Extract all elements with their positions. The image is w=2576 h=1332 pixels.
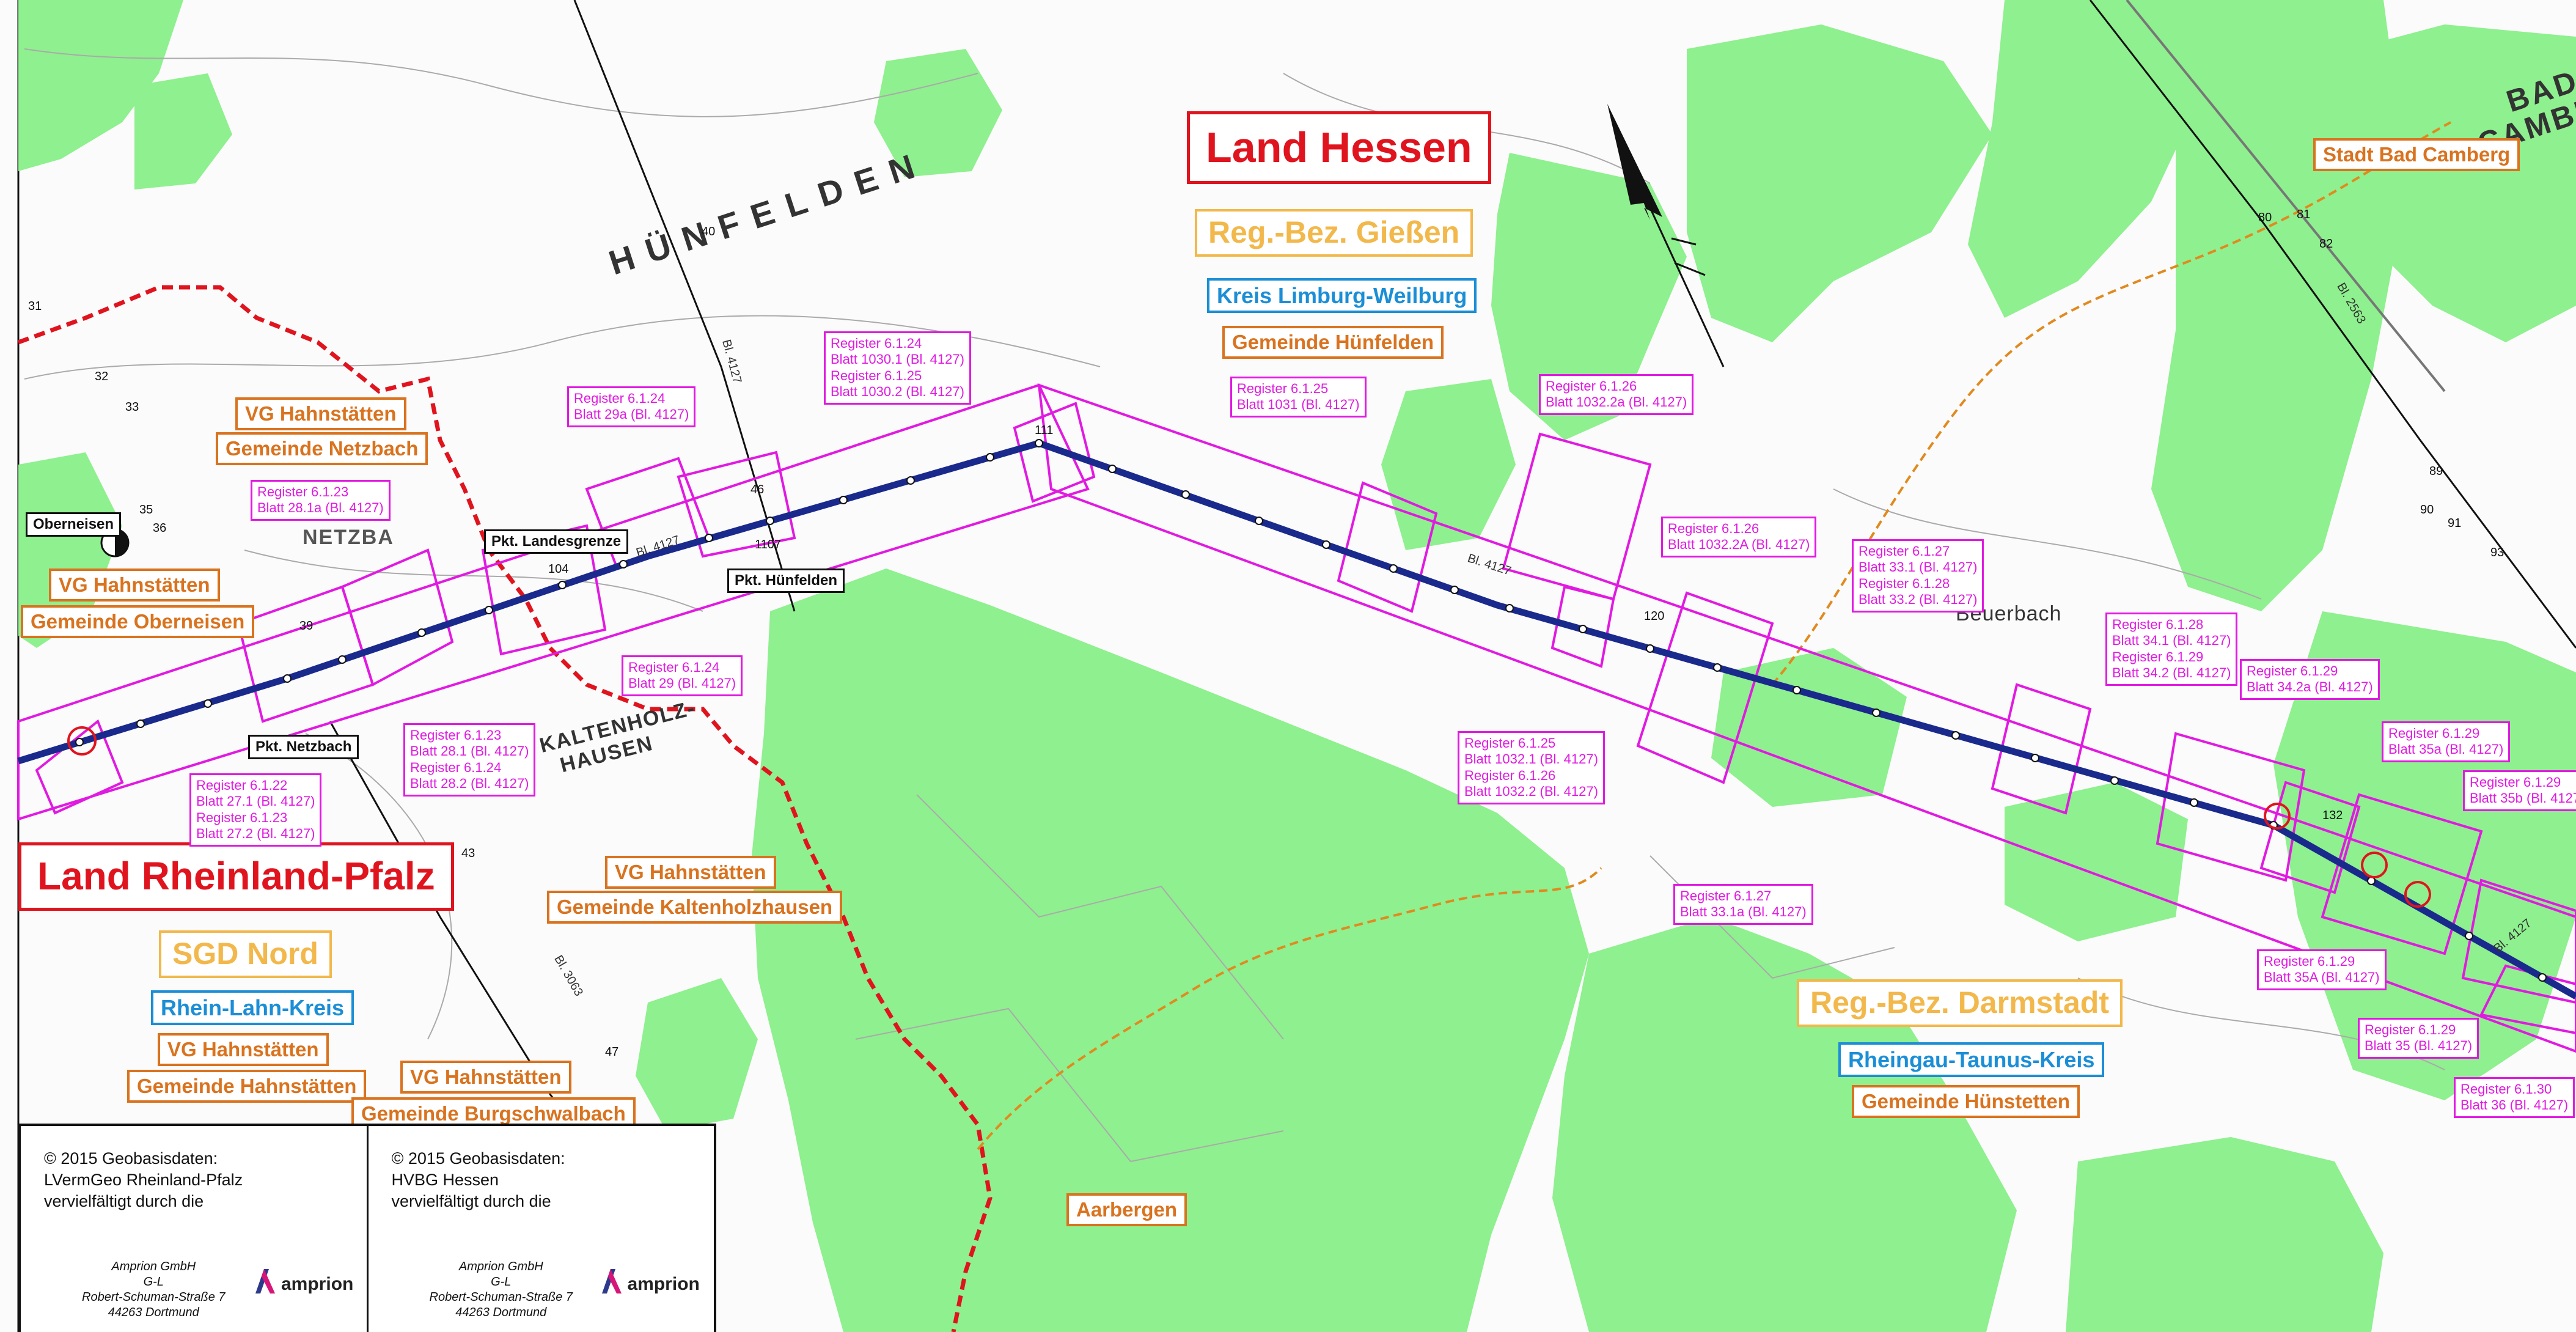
copyright-footer: © 2015 Geobasisdaten: LVermGeo Rheinland… — [18, 1124, 716, 1332]
mast-number: 33 — [125, 400, 139, 414]
mast-number: 120 — [1644, 609, 1665, 623]
mast-number: 80 — [2258, 211, 2272, 224]
road-b8 — [2126, 0, 2446, 392]
mast-number: 31 — [28, 300, 42, 313]
mast-number: 43 — [461, 847, 475, 860]
mast-number: 132 — [2322, 809, 2343, 822]
north-arrow-icon — [1607, 104, 1725, 367]
footer-rlp: © 2015 Geobasisdaten: LVermGeo Rheinland… — [21, 1126, 369, 1332]
label-aarbergen: Aarbergen — [1066, 1193, 1187, 1226]
state-border — [17, 285, 993, 1332]
mast-number: 36 — [153, 521, 167, 535]
amprion-logo-icon — [255, 1269, 275, 1293]
label-gemeinde-kaltenholzhausen: Gemeinde Kaltenholzhausen — [547, 891, 843, 924]
footer-address: Amprion GmbH G-L Robert-Schuman-Straße 7… — [82, 1260, 226, 1319]
label-kreis-limburg: Kreis Limburg-Weilburg — [1207, 278, 1477, 314]
label-vg-hahnstaetten-3: VG Hahnstätten — [605, 856, 776, 889]
label-regbez-giessen: Reg.-Bez. Gießen — [1195, 209, 1473, 257]
label-gemeinde-huenfelden: Gemeinde Hünfelden — [1222, 326, 1444, 359]
footer-copy: © 2015 Geobasisdaten: — [44, 1149, 218, 1168]
forest-areas — [18, 0, 2576, 1332]
footer-copy: © 2015 Geobasisdaten: — [391, 1149, 565, 1168]
footer-source: HVBG Hessen — [391, 1171, 499, 1190]
railway-line-east — [2089, 0, 2576, 649]
marker-circles — [67, 726, 2431, 908]
amprion-logo: amprion — [601, 1268, 700, 1295]
mast-number: 93 — [2490, 546, 2504, 559]
amprion-logo: amprion — [254, 1268, 353, 1295]
label-vg-hahnstaetten-5: VG Hahnstätten — [400, 1061, 571, 1094]
label-regbez-darmstadt: Reg.-Bez. Darmstadt — [1797, 979, 2123, 1027]
place-netzbach: NETZBA — [303, 526, 394, 549]
municipal-border-east — [1771, 121, 2451, 686]
label-rhein-lahn-kreis: Rhein-Lahn-Kreis — [151, 990, 354, 1026]
mast-number: 32 — [95, 370, 109, 383]
footer-hessen: © 2015 Geobasisdaten: HVBG Hessen vervie… — [369, 1126, 714, 1332]
mast-number: 40 — [702, 225, 716, 238]
footer-source: LVermGeo Rheinland-Pfalz — [44, 1171, 243, 1190]
label-vg-hahnstaetten-4: VG Hahnstätten — [158, 1033, 329, 1066]
point-netzbach: Pkt. Netzbach — [248, 735, 359, 759]
mast-number: 47 — [605, 1045, 619, 1059]
point-huenfelden: Pkt. Hünfelden — [727, 568, 845, 593]
mast-number: 46 — [750, 483, 765, 496]
label-vg-hahnstaetten-1: VG Hahnstätten — [235, 397, 406, 430]
mast-number: 81 — [2297, 208, 2311, 221]
label-stadt-bad-camberg: Stadt Bad Camberg — [2313, 138, 2520, 171]
label-rheingau-taunus-kreis: Rheingau-Taunus-Kreis — [1838, 1042, 2105, 1078]
footer-dup: vervielfältigt durch die — [44, 1192, 204, 1211]
mast-number: 39 — [299, 619, 314, 633]
footer-dup: vervielfältigt durch die — [391, 1192, 551, 1211]
label-land-rlp: Land Rheinland-Pfalz — [18, 842, 454, 911]
label-vg-hahnstaetten-2: VG Hahnstätten — [49, 568, 220, 602]
municipal-border — [977, 867, 1602, 1150]
label-gemeinde-oberneisen: Gemeinde Oberneisen — [21, 605, 255, 638]
mast-number: 111 — [1035, 424, 1054, 437]
point-landesgrenze: Pkt. Landesgrenze — [484, 529, 629, 554]
railway-line — [573, 0, 796, 612]
footer-address: Amprion GmbH G-L Robert-Schuman-Straße 7… — [429, 1260, 573, 1319]
route-towers — [75, 439, 2547, 982]
mast-number: 1107 — [755, 538, 782, 551]
mast-number: 89 — [2429, 465, 2443, 478]
mast-number: 91 — [2448, 517, 2462, 530]
mast-number: 35 — [139, 503, 153, 517]
amprion-logo-icon — [601, 1269, 622, 1293]
label-land-hessen: Land Hessen — [1187, 111, 1491, 184]
mast-number: 82 — [2319, 237, 2333, 251]
label-sgd-nord: SGD Nord — [159, 930, 332, 978]
point-oberneisen: Oberneisen — [26, 512, 122, 537]
mast-number: 104 — [548, 562, 569, 576]
label-gemeinde-netzbach: Gemeinde Netzbach — [216, 432, 428, 465]
label-gemeinde-hahnstaetten: Gemeinde Hahnstätten — [127, 1070, 367, 1103]
label-gemeinde-huenstetten: Gemeinde Hünstetten — [1852, 1085, 2080, 1118]
mast-number: 90 — [2420, 503, 2434, 517]
